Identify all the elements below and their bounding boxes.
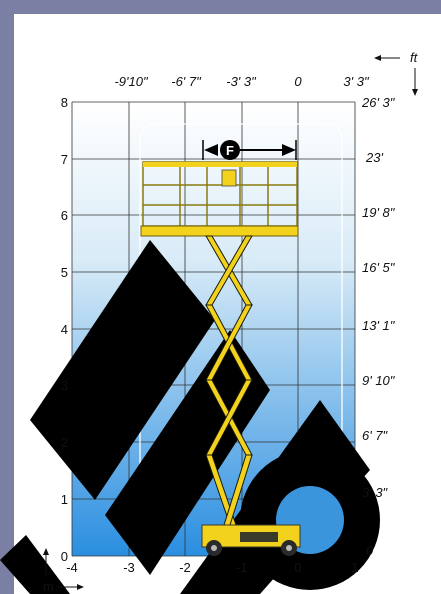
top-tick: 3' 3" — [343, 74, 370, 89]
bottom-m-axis: -4 -3 -2 -1 0 1 — [66, 560, 358, 575]
left-tick: 1 — [61, 492, 68, 507]
left-tick: 8 — [61, 95, 68, 110]
scissor-stack — [205, 235, 253, 526]
ft-unit-indicator: ft — [374, 50, 419, 96]
bottom-tick: -3 — [123, 560, 135, 575]
left-m-axis: 0 1 2 3 4 5 6 7 8 — [61, 95, 68, 564]
left-tick: 6 — [61, 208, 68, 223]
control-box — [221, 169, 237, 187]
platform-top-rail — [143, 162, 297, 167]
right-tick: 13' 1" — [362, 318, 396, 333]
top-tick: -9'10" — [114, 74, 149, 89]
bottom-tick: 0 — [294, 560, 301, 575]
right-tick: 3' 3" — [362, 485, 389, 500]
bottom-tick: -1 — [236, 560, 248, 575]
right-ft-axis: 0 3' 3" 6' 7" 9' 10" 13' 1" 16' 5" 19' 8… — [361, 95, 396, 558]
right-tick: 16' 5" — [362, 260, 396, 275]
left-tick: 5 — [61, 265, 68, 280]
right-tick: 26' 3" — [361, 95, 396, 110]
right-tick: 9' 10" — [362, 373, 396, 388]
right-tick: 23' — [365, 150, 383, 165]
unit-ft-label: ft — [410, 50, 419, 65]
top-tick: -6' 7" — [171, 74, 202, 89]
right-tick: 19' 8" — [362, 205, 396, 220]
left-tick: 0 — [61, 549, 68, 564]
bottom-tick: -2 — [179, 560, 191, 575]
top-tick: -3' 3" — [226, 74, 257, 89]
left-tick: 3 — [61, 378, 68, 393]
right-tick: 0 — [366, 543, 374, 558]
left-tick: 2 — [61, 435, 68, 450]
platform-deck — [140, 225, 299, 237]
right-tick: 6' 7" — [362, 428, 389, 443]
top-ft-axis: -9'10" -6' 7" -3' 3" 0 3' 3" — [114, 74, 370, 89]
dimension-f — [202, 140, 297, 160]
bottom-tick: -4 — [66, 560, 78, 575]
left-tick: 7 — [61, 152, 68, 167]
chassis — [201, 524, 301, 556]
left-tick: 4 — [61, 322, 68, 337]
m-unit-indicator: m — [43, 548, 84, 594]
unit-m-label: m — [43, 579, 54, 594]
bottom-tick: 1 — [351, 560, 358, 575]
marker-label: F — [226, 143, 234, 158]
working-envelope — [139, 123, 343, 556]
top-tick: 0 — [294, 74, 302, 89]
